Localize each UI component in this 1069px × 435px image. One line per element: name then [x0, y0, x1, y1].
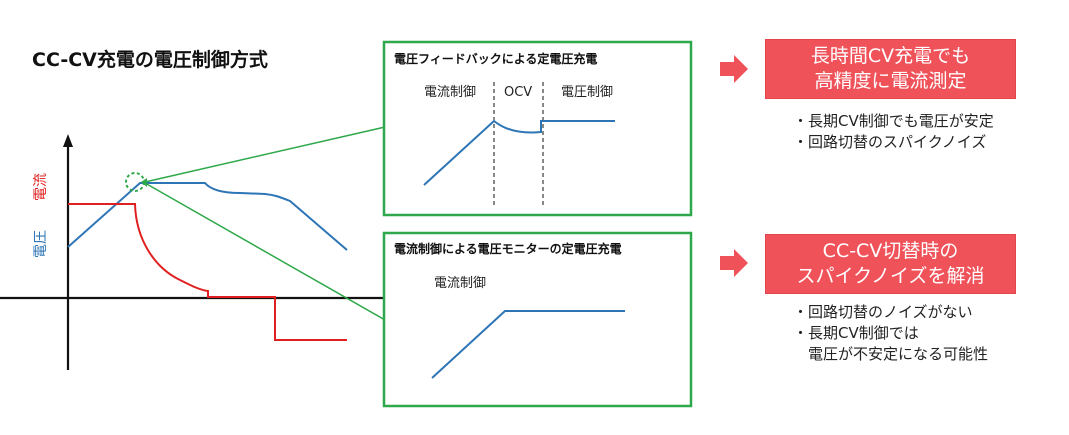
- panel-top-label-voltage-control: 電圧制御: [561, 85, 613, 100]
- arrow-bottom-icon: [720, 249, 748, 277]
- voltage-axis-label: 電圧: [33, 230, 49, 258]
- panel-top-title: 電圧フィードバックによる定電圧充電: [394, 51, 597, 66]
- panel-top-label-current-control: 電流制御: [424, 85, 476, 100]
- callout-bottom-line-1: CC-CV切替時の: [822, 240, 959, 262]
- zoom-line-bottom: [144, 182, 386, 321]
- bullets-top: ・長期CV制御でも電圧が安定 ・回路切替のスパイクノイズ: [793, 111, 994, 153]
- panel-bottom-voltage-curve: [431, 310, 625, 379]
- callout-top-line-1: 長時間CV充電でも: [810, 45, 971, 67]
- voltage-curve: [67, 182, 348, 251]
- y-axis-arrowhead: [63, 134, 73, 147]
- zoom-line-top: [144, 126, 386, 183]
- panel-top: [382, 40, 693, 217]
- callout-bottom: CC-CV切替時の スパイクノイズを解消: [765, 234, 1016, 294]
- bullet-bottom-3: 電圧が不安定になる可能性: [793, 345, 989, 363]
- arrow-top-icon: [720, 55, 748, 83]
- panel-bottom: [382, 231, 693, 408]
- current-axis-label: 電流: [33, 173, 49, 201]
- callout-top-line-2: 高精度に電流測定: [814, 70, 967, 92]
- main-title: CC-CV充電の電圧制御方式: [32, 48, 268, 71]
- callout-bottom-line-2: スパイクノイズを解消: [796, 265, 985, 287]
- panel-bottom-title: 電流制御による電圧モニターの定電圧充電: [394, 241, 622, 256]
- zoom-point-marker: [141, 178, 147, 187]
- panel-top-label-ocv: OCV: [504, 85, 532, 100]
- bullets-bottom: ・回路切替のノイズがない ・長期CV制御では 電圧が不安定になる可能性: [793, 302, 988, 365]
- bullet-top-1: ・長期CV制御でも電圧が安定: [793, 112, 994, 130]
- current-curve: [68, 203, 347, 341]
- panel-top-voltage-curve: [423, 119, 615, 186]
- bullet-bottom-2: ・長期CV制御では: [793, 324, 919, 342]
- panel-bottom-label-current-control: 電流制御: [434, 276, 486, 291]
- callout-top: 長時間CV充電でも 高精度に電流測定: [765, 39, 1016, 99]
- bullet-top-2: ・回路切替のスパイクノイズ: [793, 133, 987, 151]
- bullet-bottom-1: ・回路切替のノイズがない: [793, 303, 973, 321]
